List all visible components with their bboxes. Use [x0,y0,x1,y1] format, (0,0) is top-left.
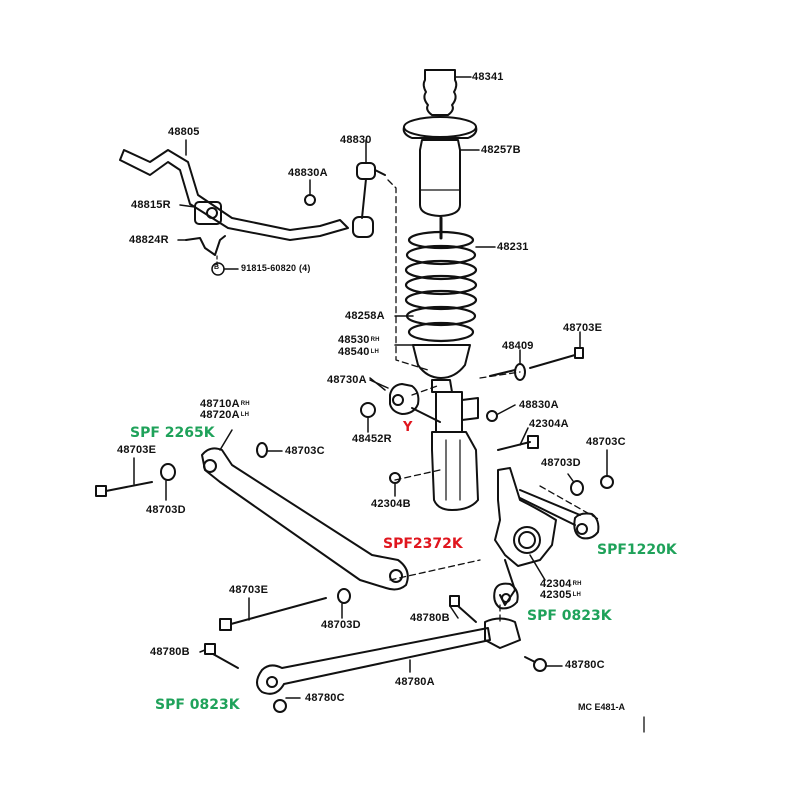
label-48824R: 48824R [129,234,169,246]
marker-y: Y [403,420,413,435]
label-42304A: 42304A [529,418,569,430]
label-48703E-left: 48703E [117,444,157,456]
strut-assembly-48530 [431,391,479,511]
spf-label-0823k-left: SPF 0823K [155,697,240,713]
label-48703D-right: 48703D [541,457,581,469]
bolt-42304A [497,427,539,451]
bolt-48780B [449,595,477,623]
coil-spring-48231 [404,216,496,343]
diagram-code: MC E481-A [578,702,626,712]
label-48780C-left: 48780C [305,692,345,704]
lateral-link-48730A [369,377,441,423]
bracket-48824R [185,235,226,267]
label-48341: 48341 [472,71,504,83]
label-48710A: 48710ARH [200,398,250,410]
label-48409: 48409 [502,340,534,352]
dust-boot-48257B [402,116,480,217]
label-48830A-left: 48830A [288,167,328,179]
label-48530: 48530RH [338,334,380,346]
label-48231: 48231 [497,241,529,253]
label-48720A: 48720ALH [200,409,250,421]
bump-stopper-48341 [422,69,472,116]
label-48540: 48540LH [338,346,379,358]
label-91815-60820: 91815-60820 (4) [241,263,311,273]
spf-label-2265k: SPF 2265K [130,425,215,441]
bolt-48780B-left [199,643,239,669]
spf-label-1220k: SPF1220K [597,542,677,558]
label-48830: 48830 [340,134,372,146]
label-48780C-right: 48780C [565,659,605,671]
label-48703E-bottom: 48703E [229,584,269,596]
label-48830A-right: 48830A [519,399,559,411]
bolt-48703E-left [95,457,153,497]
bolt-badge-letter: B [214,264,220,271]
bushing-knuckle-lower [493,582,519,610]
label-48257B: 48257B [481,144,521,156]
rod-48780A [256,617,521,695]
bolt-48703E [529,331,584,369]
label-48703D-left: 48703D [146,504,186,516]
nut-48780C-left [273,697,301,713]
nut-48830A [304,179,316,206]
washer-48703D-bottom [337,588,351,619]
label-42304: 42304RH [540,578,582,590]
knuckle-42304 [494,467,581,606]
spf-label-2372k: SPF2372K [383,536,463,552]
label-48780B-left: 48780B [150,646,190,658]
label-48780A: 48780A [395,676,435,688]
bushing-48815R [194,201,222,225]
bolt-48780C-right [524,656,563,672]
stabilizer-bar-48805 [119,139,349,241]
label-48258A: 48258A [345,310,385,322]
label-42304B: 42304B [371,498,411,510]
spf-label-0823k-right: SPF 0823K [527,608,612,624]
nut-48452R [360,402,376,433]
label-48703C-left: 48703C [285,445,325,457]
bushing-spf1220k [573,512,600,540]
bolt-48409 [489,349,526,381]
bolt-48703E-bottom [219,597,327,631]
stabilizer-link-48830 [352,139,386,238]
label-42305: 42305LH [540,589,581,601]
lower-arm-48710A [201,429,409,591]
label-48703C-right: 48703C [586,436,626,448]
nut-48703C [600,449,614,489]
label-48805: 48805 [168,126,200,138]
leader-lines [177,204,546,581]
washer-48703D [567,473,584,496]
nut-42304B [389,472,401,497]
nut-48830A-right [486,404,516,422]
washer-48703D-left [160,463,176,501]
clip-48703C [256,442,283,458]
label-48703D-bottom: 48703D [321,619,361,631]
label-48815R: 48815R [131,199,171,211]
label-48452R: 48452R [352,433,392,445]
label-48703E-top: 48703E [563,322,603,334]
label-48730A: 48730A [327,374,367,386]
label-48780B-mid: 48780B [410,612,450,624]
